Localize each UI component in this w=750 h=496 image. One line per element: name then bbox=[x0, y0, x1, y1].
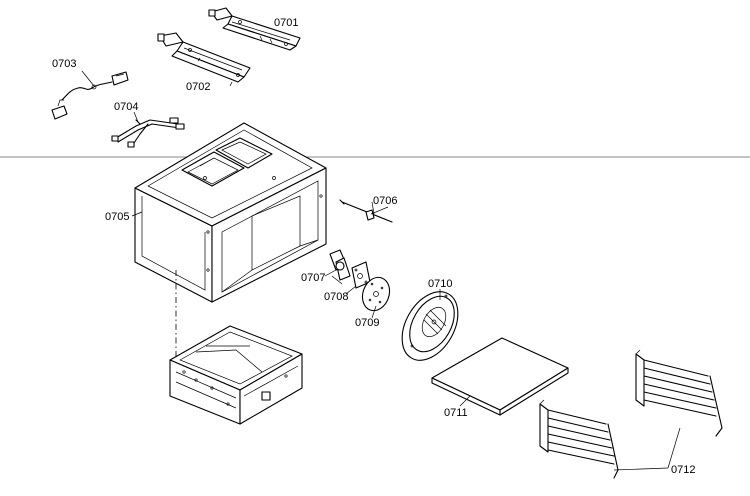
part-0703-sensor[interactable] bbox=[51, 71, 129, 120]
label-0708: 0708 bbox=[324, 291, 348, 303]
part-0701-element[interactable] bbox=[208, 7, 301, 51]
label-0707: 0707 bbox=[301, 272, 325, 284]
part-0712-rack-left[interactable] bbox=[539, 399, 619, 479]
part-0706-sensor-rod[interactable] bbox=[339, 199, 393, 223]
part-0709-fan-disc[interactable] bbox=[358, 274, 394, 315]
part-0712-rack-right[interactable] bbox=[635, 349, 723, 437]
label-0701: 0701 bbox=[274, 17, 298, 29]
part-0702-element[interactable] bbox=[157, 32, 251, 87]
label-0706: 0706 bbox=[373, 195, 397, 207]
label-0703: 0703 bbox=[52, 58, 76, 70]
part-0704-harness[interactable] bbox=[111, 117, 185, 148]
leader-lines bbox=[81, 70, 681, 471]
part-0705-oven-cavity[interactable] bbox=[134, 122, 327, 303]
label-0712: 0712 bbox=[671, 464, 695, 476]
label-0705: 0705 bbox=[105, 211, 129, 223]
label-0711: 0711 bbox=[444, 407, 468, 419]
part-0710-fan-cover[interactable] bbox=[391, 282, 470, 370]
label-0702: 0702 bbox=[186, 81, 210, 93]
label-0704: 0704 bbox=[114, 101, 138, 113]
part-0707-motor[interactable] bbox=[329, 249, 351, 285]
label-0710: 0710 bbox=[428, 278, 452, 290]
part-0711-floor-panel[interactable] bbox=[431, 337, 569, 416]
label-0709: 0709 bbox=[355, 317, 379, 329]
bottom-heater-housing[interactable] bbox=[169, 325, 303, 425]
